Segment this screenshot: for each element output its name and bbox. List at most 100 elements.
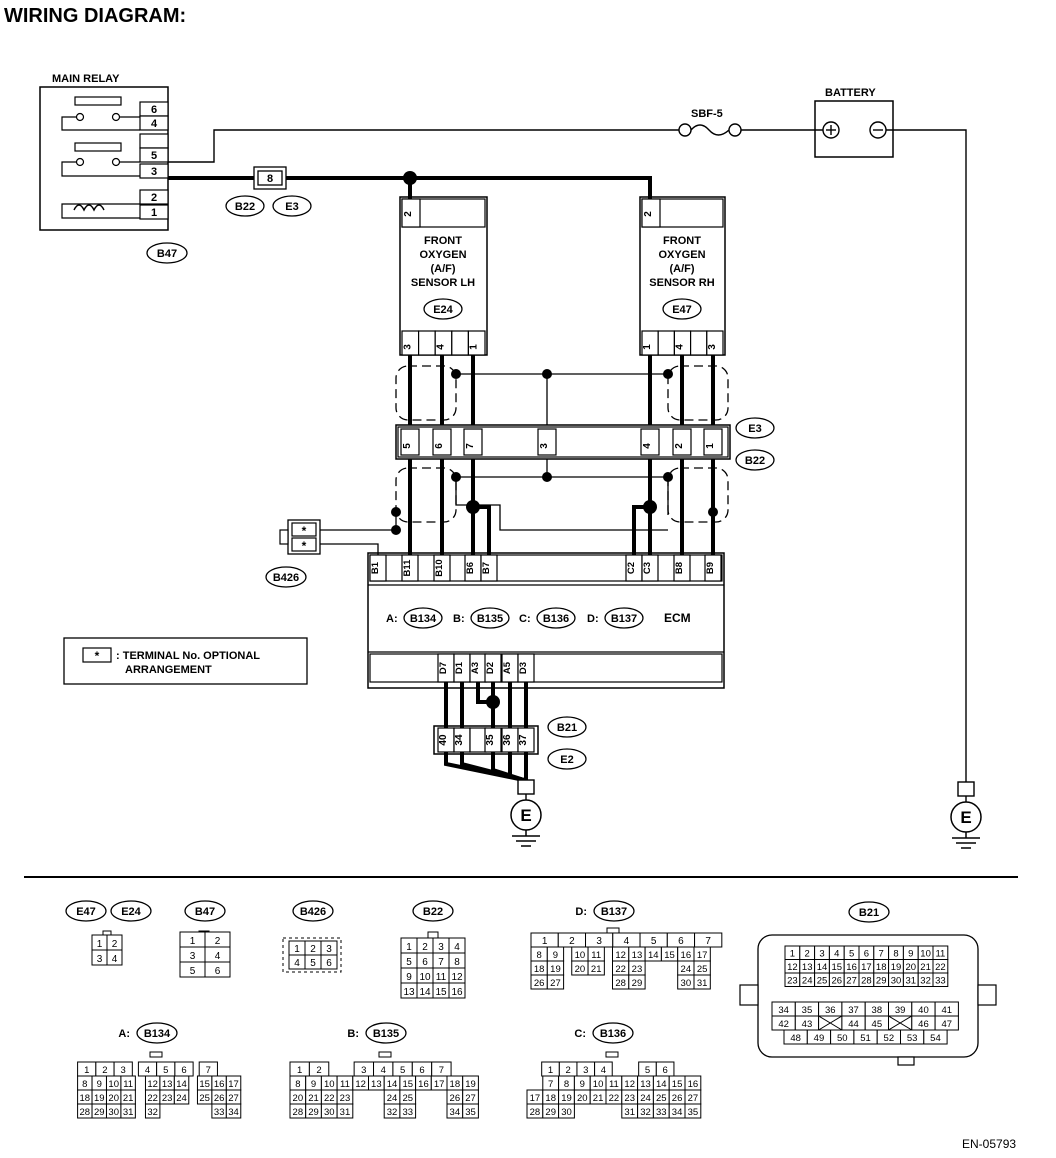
connector-pin-5: 5 <box>400 1065 405 1076</box>
sensor-rh-pin-cell <box>706 330 724 356</box>
b21-pin-31: 31 <box>906 976 917 987</box>
ground-joint-pin-cell <box>484 727 502 753</box>
relay-pin-3: 3 <box>151 166 157 178</box>
connector-view-pin-9: 9 <box>406 972 412 983</box>
connector-pin-35: 35 <box>688 1107 699 1118</box>
ecm-pin-B10: B10 <box>434 559 445 576</box>
b137-pin-26: 26 <box>534 978 545 989</box>
ecm-connector-prefix: B: <box>453 613 465 625</box>
connector-pin-14: 14 <box>656 1079 667 1090</box>
joint-pin-2: 2 <box>674 443 685 449</box>
connector-view-pin-1: 1 <box>190 936 196 947</box>
sensor-rh-pin-4: 4 <box>675 344 686 350</box>
connector-view-label-b22: B22 <box>423 906 443 918</box>
connector-b135-label: B135 <box>477 613 503 625</box>
b21-pin-5: 5 <box>849 949 854 960</box>
joint-pin-6: 6 <box>434 443 445 449</box>
joint-pin-cell <box>703 428 723 456</box>
b21-pin-19: 19 <box>891 962 902 973</box>
connector-view-badge <box>292 900 334 922</box>
connector-pin-14: 14 <box>176 1079 187 1090</box>
connector-e3-label: E3 <box>285 201 298 213</box>
b21-pin-20: 20 <box>906 962 917 973</box>
b21-pin-52: 52 <box>884 1033 895 1044</box>
relay-pin-6: 6 <box>151 104 157 116</box>
b21-pin-37: 37 <box>848 1005 859 1016</box>
connector-pin-32: 32 <box>147 1107 158 1118</box>
connector-pin-11: 11 <box>123 1079 133 1090</box>
ecm-pin-A5: A5 <box>502 661 513 674</box>
connector-view-badge <box>184 900 226 922</box>
b426-pin-1: * <box>302 524 307 538</box>
b21-pin-41: 41 <box>941 1005 952 1016</box>
connector-pin-6: 6 <box>419 1065 424 1076</box>
connector-pin-15: 15 <box>672 1079 683 1090</box>
b21-pin-14: 14 <box>817 962 828 973</box>
ecm-connector-badge <box>604 607 644 629</box>
b21-pin-6: 6 <box>864 949 869 960</box>
b21-pin-43: 43 <box>802 1019 813 1030</box>
ecm-pin-D2: D2 <box>485 662 496 674</box>
ground-joint-pin-cell <box>469 727 487 753</box>
b137-pin-15: 15 <box>664 950 675 961</box>
b21-pin-26: 26 <box>832 976 843 987</box>
b21-pin-46: 46 <box>918 1019 929 1030</box>
joint-pin-cell <box>400 428 420 456</box>
ecm-label: ECM <box>664 611 691 625</box>
ecm-pin-B6: B6 <box>465 562 476 574</box>
b21-pin-22: 22 <box>935 962 946 973</box>
b137-pin-4: 4 <box>624 936 630 947</box>
connector-pin-2: 2 <box>565 1065 570 1076</box>
connector-view-pin-3: 3 <box>97 954 103 965</box>
terminal-note: * : TERMINAL No. OPTIONAL ARRANGEMENT <box>63 637 308 685</box>
connector-view-prefix: C: <box>574 1028 586 1040</box>
connector-pin-13: 13 <box>371 1079 382 1090</box>
connector-view-cell <box>106 949 123 966</box>
connector-pin-1: 1 <box>84 1065 89 1076</box>
battery-label: BATTERY <box>825 87 876 99</box>
sensor-lh-line4: SENSOR LH <box>411 277 475 289</box>
ecm-top-pin-cell <box>401 554 419 582</box>
connector-view-pin-2: 2 <box>112 939 118 950</box>
ecm-connector-prefix: A: <box>386 613 398 625</box>
ecm-pin-A3: A3 <box>470 662 481 674</box>
connector-pin-8: 8 <box>295 1079 300 1090</box>
b137-pin-1: 1 <box>542 936 548 947</box>
b21-pin-33: 33 <box>935 976 946 987</box>
note-line-1: : TERMINAL No. OPTIONAL <box>116 650 260 662</box>
b137-pin-13: 13 <box>632 950 643 961</box>
b21-pin-39: 39 <box>895 1005 906 1016</box>
connector-pin-21: 21 <box>123 1093 134 1104</box>
connector-view-label-b47: B47 <box>195 906 215 918</box>
ecm-top-pin-cell <box>641 554 659 582</box>
b137-pin-5: 5 <box>651 936 657 947</box>
sensor-rh-pin-cell <box>689 330 708 356</box>
b137-pin-3: 3 <box>596 936 602 947</box>
b21-pin-23: 23 <box>787 976 798 987</box>
ground-symbol-right: E <box>950 801 982 849</box>
connector-pin-2: 2 <box>102 1065 107 1076</box>
connector-e2-label: E2 <box>560 754 573 766</box>
connector-pin-30: 30 <box>561 1107 572 1118</box>
connector-pin-6: 6 <box>662 1065 667 1076</box>
connector-pin-31: 31 <box>123 1107 134 1118</box>
b137-pin-23: 23 <box>632 964 643 975</box>
b21-pin-10: 10 <box>920 949 931 960</box>
b21-pin-17: 17 <box>861 962 872 973</box>
connector-pin-5: 5 <box>163 1065 168 1076</box>
b137-pin-17: 17 <box>697 950 708 961</box>
connector-pin-27: 27 <box>465 1093 476 1104</box>
joint-pin-1: 1 <box>705 443 716 449</box>
sensor-lh-pin-4: 4 <box>436 344 447 350</box>
sensor-lh-line1: FRONT <box>424 235 462 247</box>
connector-pin-7: 7 <box>548 1079 553 1090</box>
connector-view-badge <box>848 901 890 923</box>
joint-pin-cell <box>537 428 557 456</box>
connector-pin-12: 12 <box>355 1079 366 1090</box>
connector-view-pin-5: 5 <box>406 957 412 968</box>
b21-pin-38: 38 <box>872 1005 883 1016</box>
b137-pin-24: 24 <box>681 964 692 975</box>
